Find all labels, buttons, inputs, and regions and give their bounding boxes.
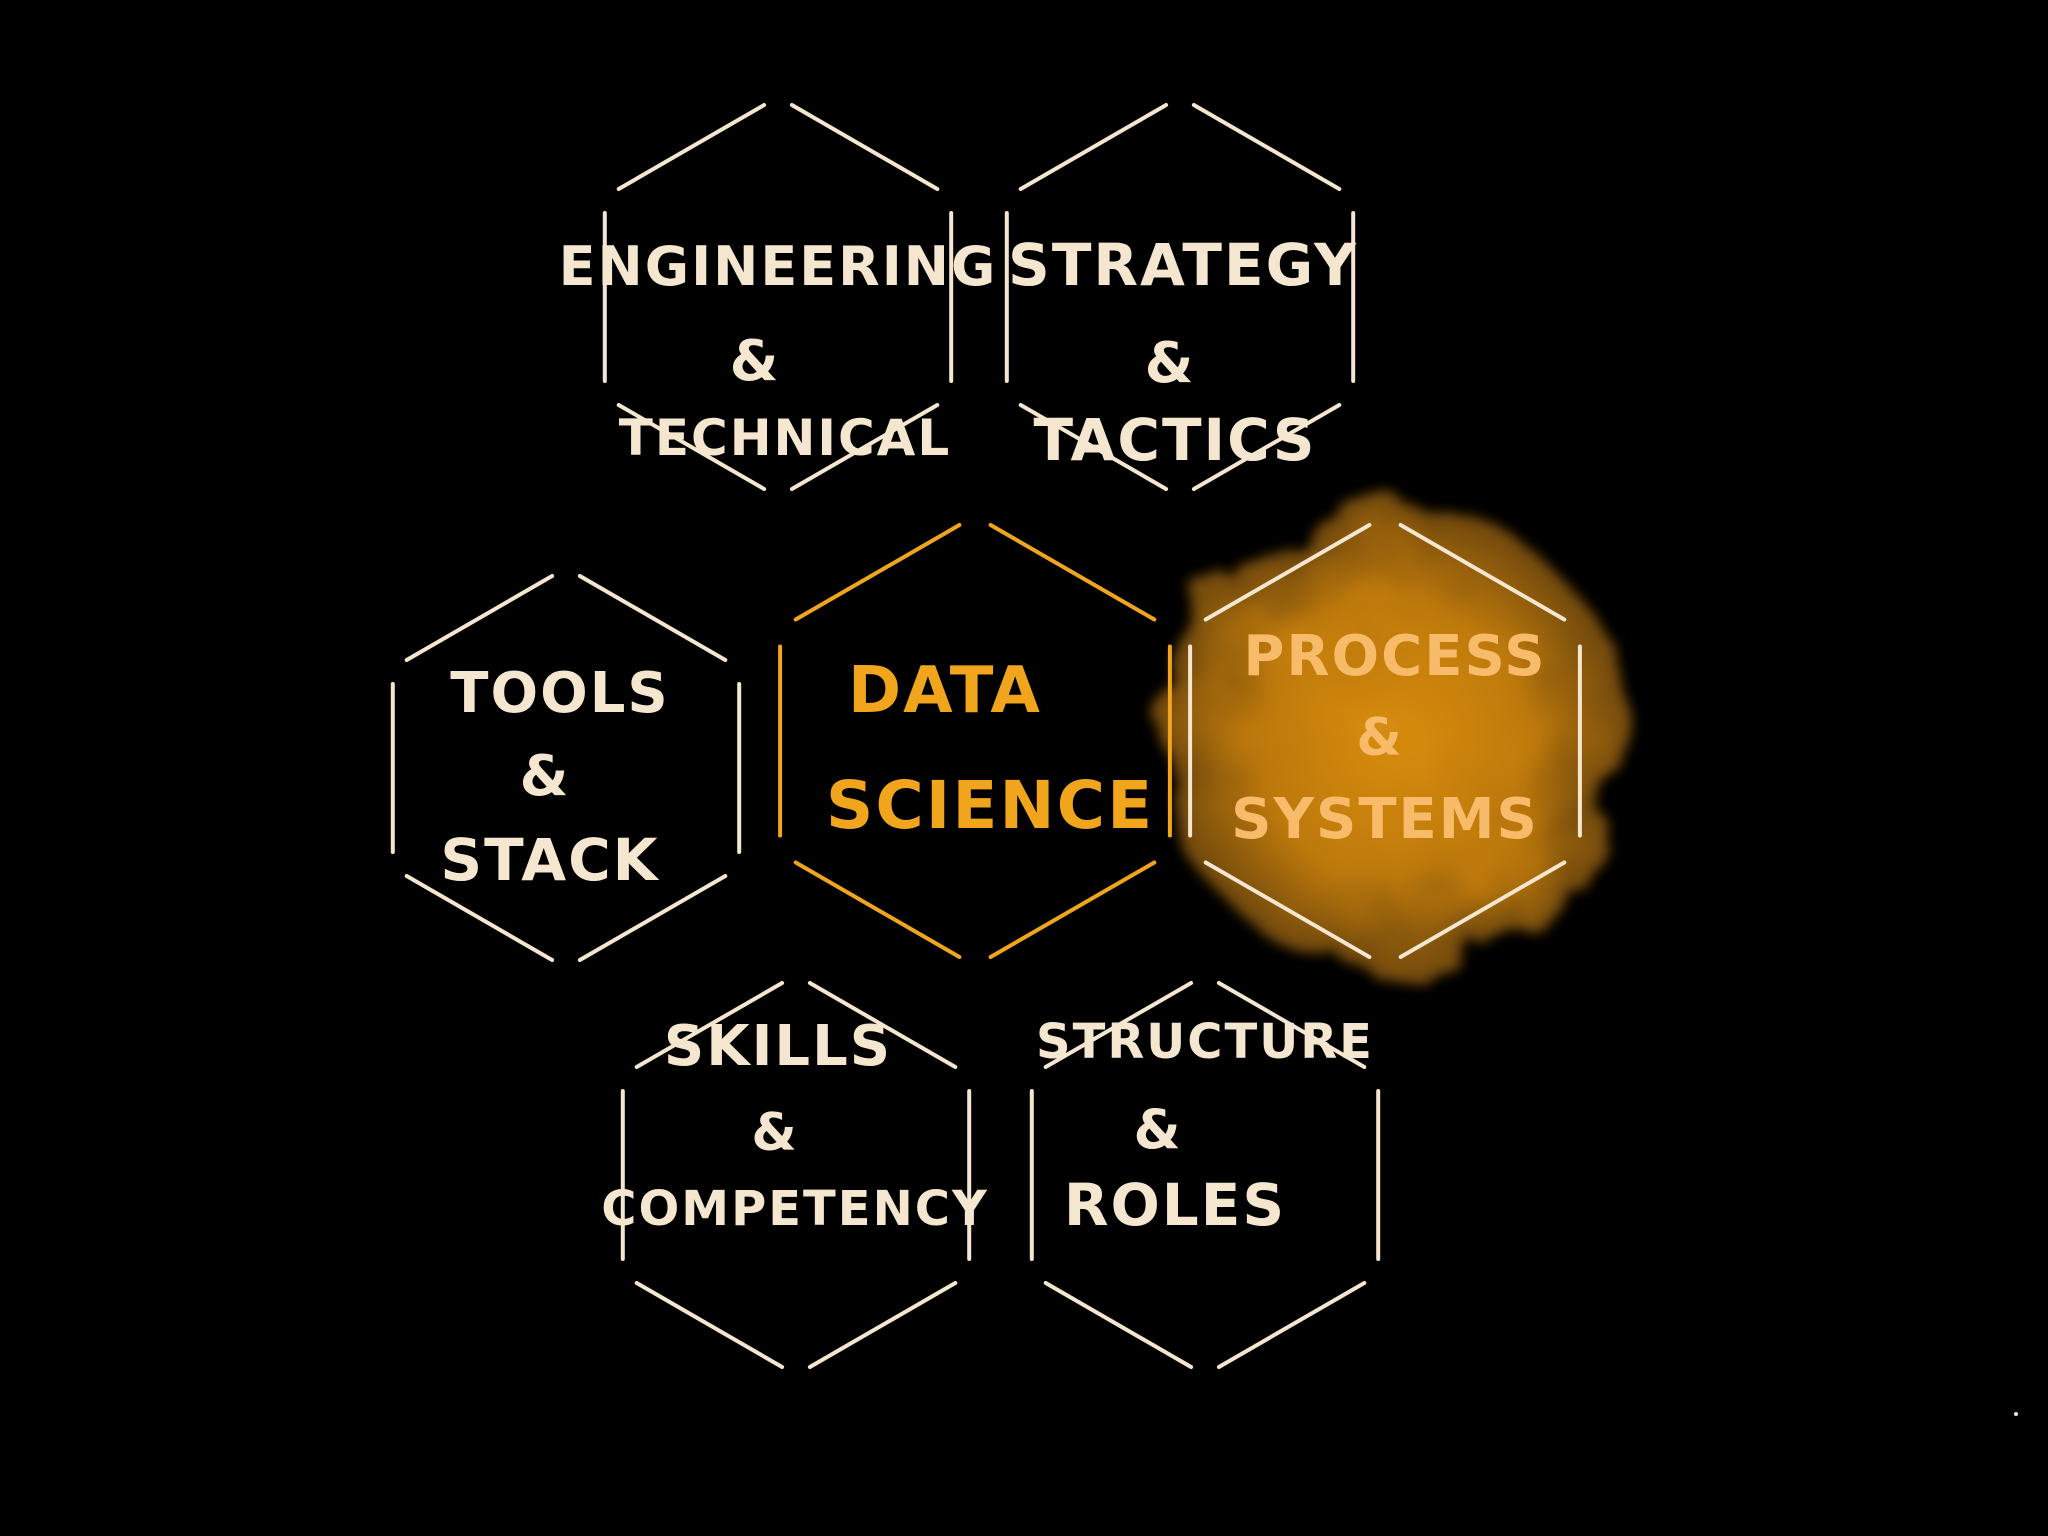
hex-cell-skills (620, 981, 972, 1369)
hex-edge (404, 874, 555, 962)
cell-label-line: Roles (1064, 1171, 1286, 1239)
cell-label-line: & (1356, 708, 1403, 768)
cell-label-line: Process (1243, 624, 1546, 689)
cell-label-line: Strategy (1008, 231, 1358, 299)
hex-edge (988, 860, 1157, 959)
cell-label-line: Tools (450, 661, 669, 726)
hex-edge (789, 103, 940, 191)
hex-edge (634, 981, 785, 1069)
hex-edge (793, 860, 962, 959)
hex-edge (988, 523, 1157, 622)
cell-label-line: & (751, 1103, 798, 1163)
hex-edge (1043, 1281, 1194, 1369)
hex-edge (1191, 103, 1342, 191)
cell-label-line: & (1145, 331, 1196, 396)
cell-label-strategy: Strategy & Tactics (1008, 231, 1358, 474)
hex-edge (404, 574, 555, 662)
cell-label-line: & (730, 329, 781, 394)
hex-edge (577, 874, 728, 962)
stray-dot (2014, 1412, 2018, 1416)
cell-label-data-science: DataScience (826, 654, 1154, 844)
cell-label-line: & (520, 744, 571, 809)
hex-edge (616, 103, 767, 191)
hex-cell-structure (1029, 981, 1381, 1369)
hex-edge (634, 1281, 785, 1369)
hex-edge (807, 981, 958, 1069)
hex-cell-strategy (1004, 103, 1356, 491)
cell-label-line: Structure (1036, 1014, 1374, 1070)
hex-cell-data-science (778, 523, 1172, 959)
hex-edge (1398, 523, 1567, 622)
hex-edge (1203, 860, 1372, 959)
cell-label-line: Engineering (559, 235, 998, 298)
cell-label-line: Science (826, 767, 1154, 844)
cell-label-tools: Tools & Stack (440, 661, 669, 894)
hex-edge (616, 403, 767, 491)
cell-label-engineering: Engineering & Technical (559, 235, 998, 467)
process-highlight-blotch (1165, 505, 1625, 975)
hex-edge (1018, 403, 1169, 491)
cell-label-line: Data (848, 654, 1042, 728)
cell-label-line: Competency (601, 1181, 988, 1237)
cell-label-structure: Structure & Roles (1036, 1014, 1374, 1239)
hex-cell-engineering (602, 103, 954, 491)
hex-edge (577, 574, 728, 662)
cell-label-line: Stack (440, 826, 659, 894)
hex-edge (1398, 860, 1567, 959)
hex-edge (1018, 103, 1169, 191)
hex-cell-tools (390, 574, 742, 962)
hex-edge (807, 1281, 958, 1369)
hex-edge (1216, 981, 1367, 1069)
cell-label-line: Skills (664, 1014, 892, 1079)
hex-edge (1191, 403, 1342, 491)
hex-edge (793, 523, 962, 622)
cell-label-line: Tactics (1033, 406, 1316, 474)
hex-edge (1043, 981, 1194, 1069)
hex-edge (1203, 523, 1372, 622)
cell-label-line: Systems (1231, 787, 1539, 852)
cell-label-line: Technical (619, 409, 952, 467)
cell-label-process: Process & Systems (1231, 624, 1546, 852)
cell-label-line: & (1133, 1098, 1182, 1161)
hex-cell-process (1188, 523, 1582, 959)
cell-label-skills: Skills & Competency (601, 1014, 988, 1237)
hex-edge (1216, 1281, 1367, 1369)
hex-edge (789, 403, 940, 491)
